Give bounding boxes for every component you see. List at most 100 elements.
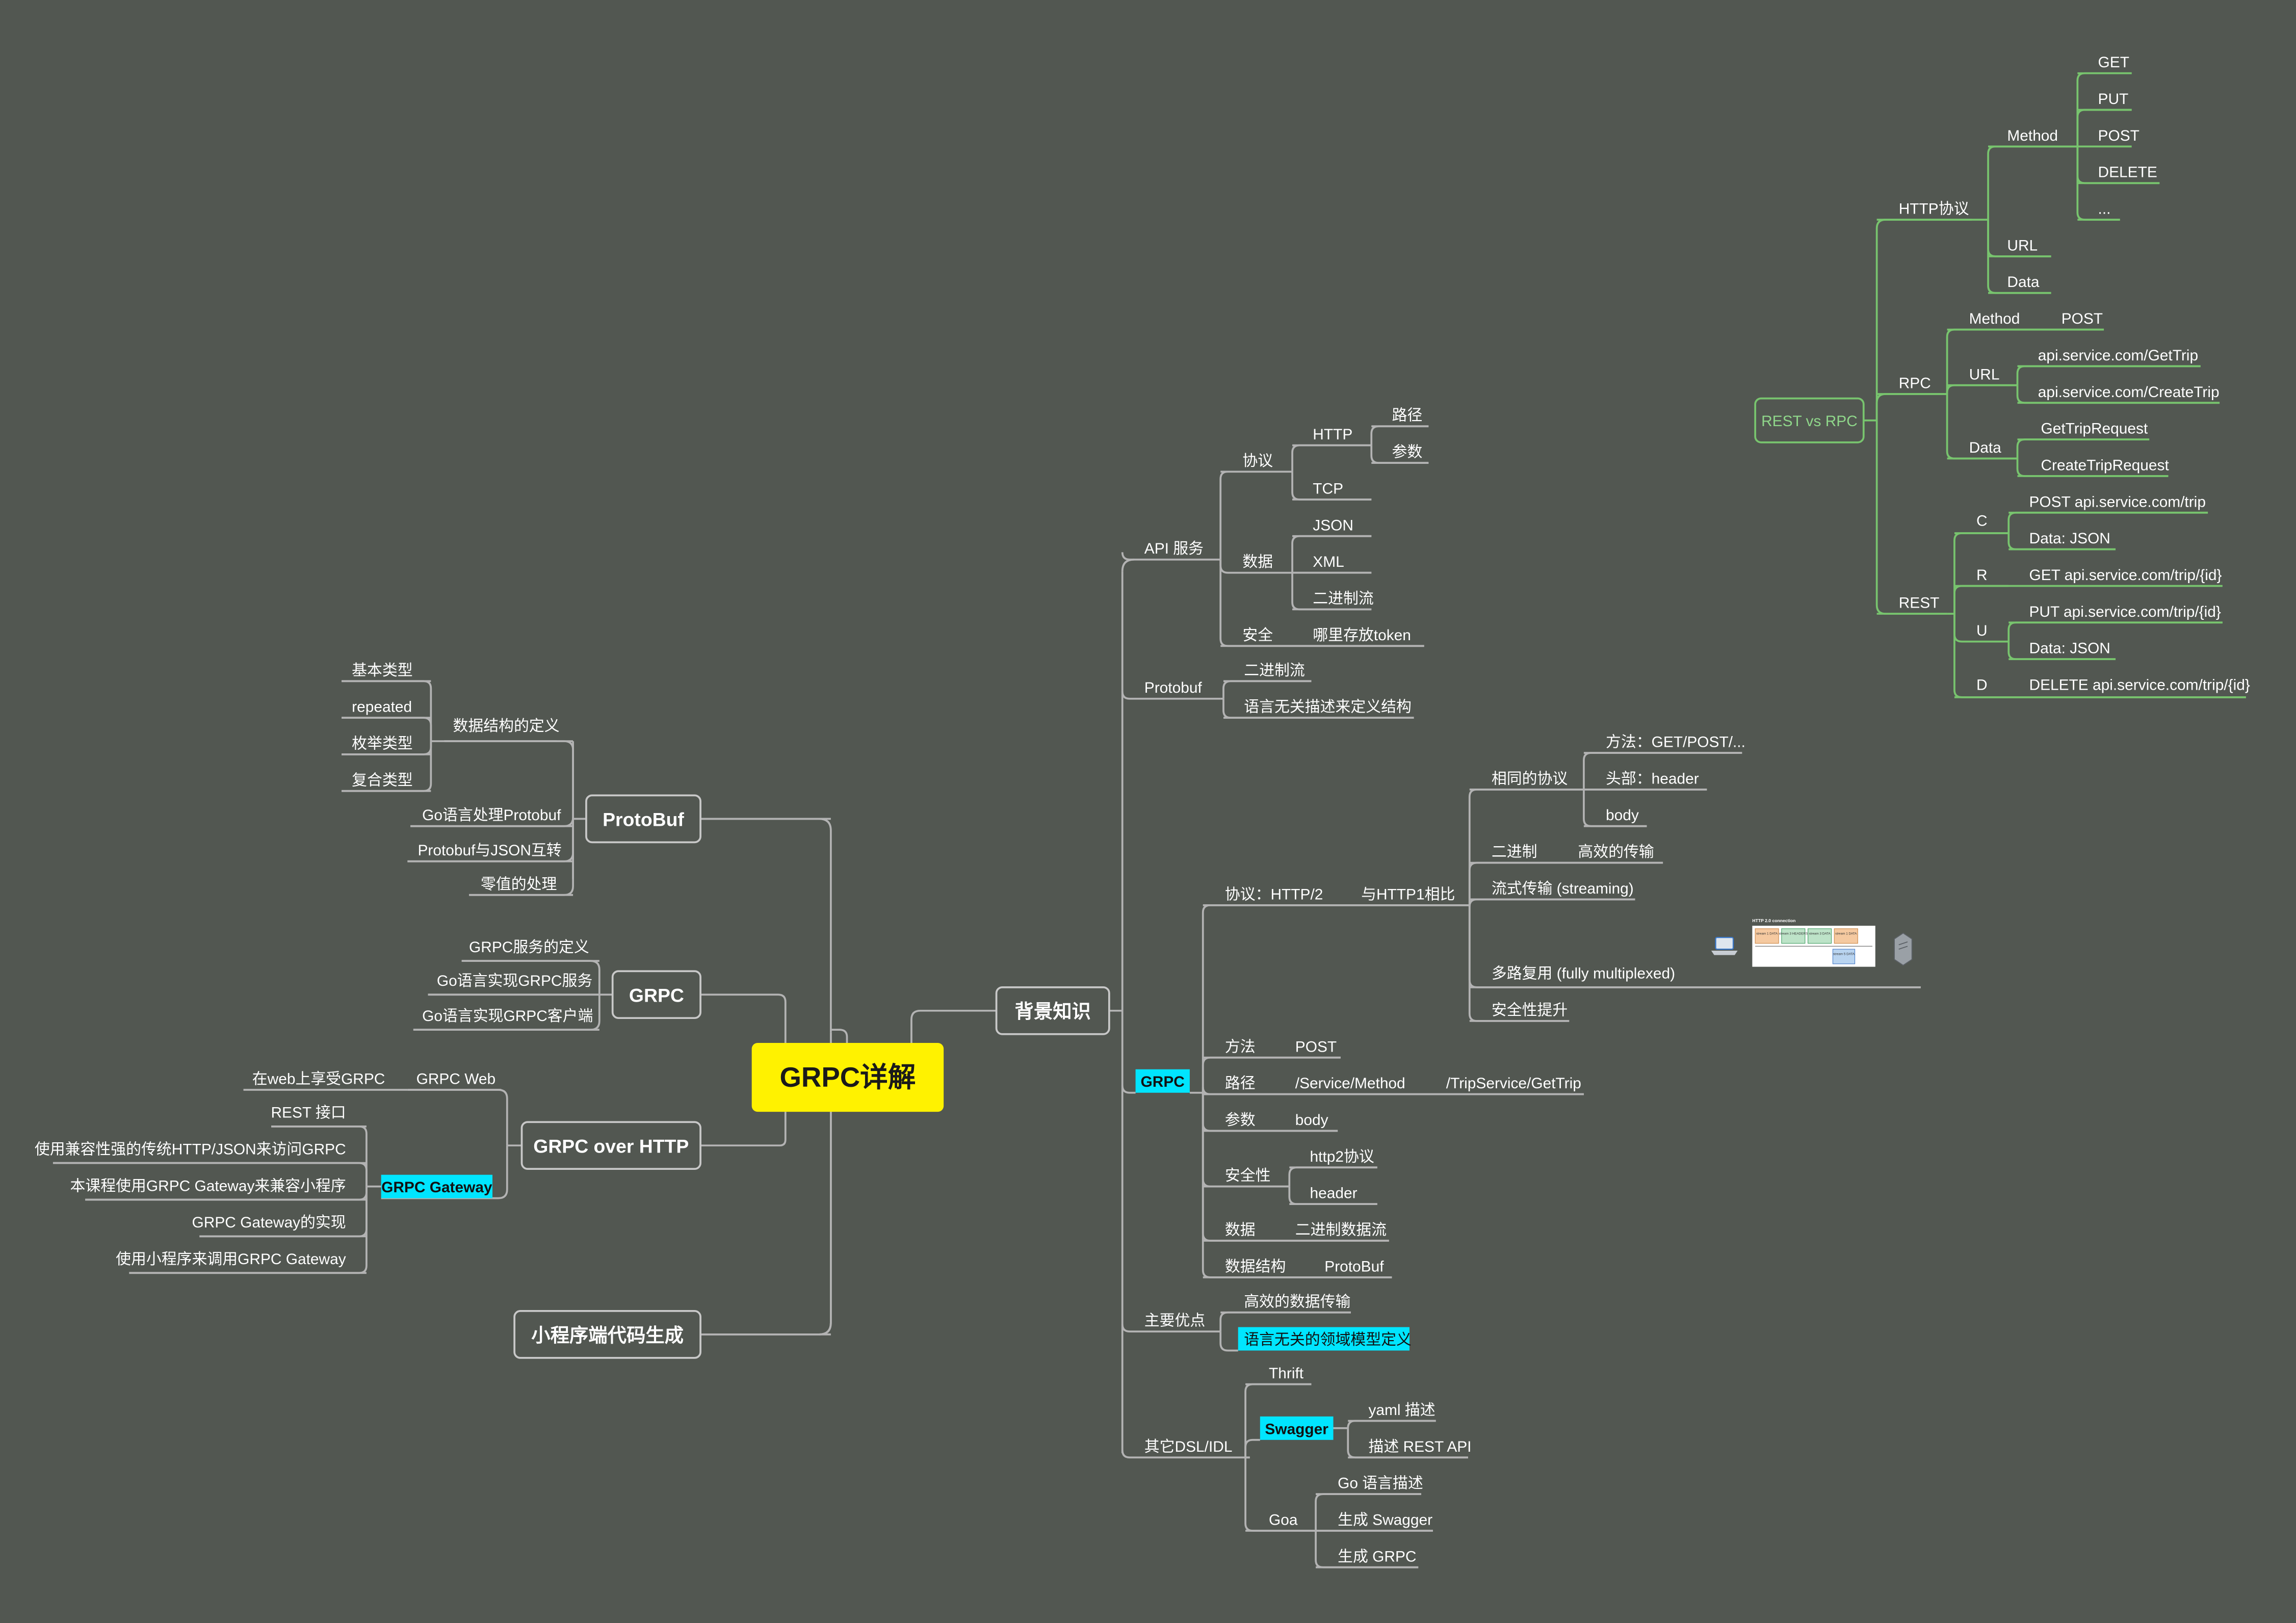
rest-r[interactable]: R bbox=[1976, 567, 1988, 584]
rpc-data[interactable]: Data bbox=[1969, 439, 2001, 456]
api-token[interactable]: 哪里存放token bbox=[1313, 627, 1411, 644]
grpc-binary-val[interactable]: 高效的传输 bbox=[1578, 844, 1654, 860]
api-service-label[interactable]: API 服务 bbox=[1144, 540, 1204, 557]
api-security[interactable]: 安全 bbox=[1242, 627, 1273, 644]
grpc-protocol[interactable]: 协议：HTTP/2 bbox=[1225, 886, 1323, 903]
grpc-multiplex[interactable]: 多路复用 (fully multiplexed) bbox=[1492, 965, 1675, 982]
rpc-method-val[interactable]: POST bbox=[2062, 310, 2103, 327]
api-json[interactable]: JSON bbox=[1313, 517, 1353, 534]
http-protocol-label[interactable]: HTTP协议 bbox=[1899, 201, 1969, 218]
protobuf-type[interactable]: 基本类型 bbox=[352, 662, 413, 679]
node-rest-vs-rpc-box[interactable] bbox=[1754, 397, 1865, 443]
dsl-swagger[interactable]: Swagger bbox=[1265, 1421, 1328, 1437]
protobuf-type[interactable]: 复合类型 bbox=[352, 772, 413, 789]
protobuf-type[interactable]: repeated bbox=[352, 699, 412, 716]
grpc-left-item[interactable]: Go语言实现GRPC客户端 bbox=[422, 1008, 593, 1025]
node-grpc-over-http-box[interactable] bbox=[520, 1121, 701, 1170]
bg-grpc-label[interactable]: GRPC bbox=[1141, 1074, 1185, 1090]
rest-u[interactable]: U bbox=[1976, 622, 1988, 639]
rpc-method[interactable]: Method bbox=[1969, 310, 2020, 327]
http-method-label[interactable]: Method bbox=[2007, 127, 2058, 144]
swagger-item[interactable]: yaml 描述 bbox=[1368, 1402, 1435, 1419]
grpc-method-val[interactable]: POST bbox=[1295, 1038, 1337, 1055]
node-grpc-left-box[interactable] bbox=[611, 970, 701, 1019]
advantages-label[interactable]: 主要优点 bbox=[1144, 1313, 1206, 1329]
grpc-gateway-item[interactable]: 使用兼容性强的传统HTTP/JSON来访问GRPC bbox=[35, 1141, 346, 1158]
grpc-compare[interactable]: 与HTTP1相比 bbox=[1361, 886, 1455, 903]
central-node[interactable]: GRPC详解 bbox=[751, 1043, 944, 1112]
rest-r-item[interactable]: GET api.service.com/trip/{id} bbox=[2029, 567, 2222, 584]
central-node-box[interactable] bbox=[751, 1043, 944, 1112]
grpc-struct-val[interactable]: ProtoBuf bbox=[1324, 1258, 1384, 1275]
node-rest-vs-rpc[interactable]: REST vs RPC bbox=[1754, 397, 1865, 443]
rest-c-item[interactable]: POST api.service.com/trip bbox=[2029, 493, 2205, 510]
grpc-param-val[interactable]: body bbox=[1295, 1112, 1328, 1129]
api-protocol[interactable]: 协议 bbox=[1242, 453, 1273, 469]
grpc-security-item[interactable]: http2协议 bbox=[1310, 1148, 1374, 1165]
rpc-label[interactable]: RPC bbox=[1899, 375, 1931, 392]
grpc-web-label[interactable]: GRPC Web bbox=[416, 1070, 496, 1087]
grpc-web-item[interactable]: 在web上享受GRPC bbox=[252, 1070, 385, 1087]
protobuf-json[interactable]: Protobuf与JSON互转 bbox=[418, 842, 561, 859]
grpc-left-item[interactable]: Go语言实现GRPC服务 bbox=[437, 973, 592, 989]
grpc-gateway-label[interactable]: GRPC Gateway bbox=[381, 1179, 492, 1196]
grpc-secure-up[interactable]: 安全性提升 bbox=[1492, 1002, 1568, 1018]
api-param[interactable]: 参数 bbox=[1392, 444, 1422, 461]
rest-u-item[interactable]: Data: JSON bbox=[2029, 640, 2110, 657]
advantage-item-highlighted[interactable]: 语言无关的领域模型定义 bbox=[1244, 1331, 1412, 1348]
rest-d[interactable]: D bbox=[1976, 676, 1988, 693]
goa-item[interactable]: 生成 Swagger bbox=[1338, 1511, 1432, 1528]
api-binary[interactable]: 二进制流 bbox=[1313, 590, 1374, 607]
http-data[interactable]: Data bbox=[2007, 274, 2039, 291]
rpc-data-item[interactable]: CreateTripRequest bbox=[2041, 457, 2169, 474]
node-grpc-over-http[interactable]: GRPC over HTTP bbox=[520, 1121, 701, 1170]
rest-label[interactable]: REST bbox=[1899, 595, 1940, 612]
grpc-struct[interactable]: 数据结构 bbox=[1225, 1258, 1286, 1275]
http-method-item[interactable]: POST bbox=[2098, 127, 2140, 144]
http-method-item[interactable]: PUT bbox=[2098, 91, 2129, 108]
bg-protobuf-label[interactable]: Protobuf bbox=[1144, 679, 1203, 696]
grpc-path-example[interactable]: /TripService/GetTrip bbox=[1446, 1075, 1581, 1092]
grpc-security-item[interactable]: header bbox=[1310, 1185, 1358, 1202]
http-method-item[interactable]: GET bbox=[2098, 54, 2129, 71]
swagger-item[interactable]: 描述 REST API bbox=[1368, 1438, 1471, 1455]
advantage-item[interactable]: 高效的数据传输 bbox=[1244, 1293, 1350, 1310]
grpc-security[interactable]: 安全性 bbox=[1225, 1167, 1271, 1184]
grpc-gateway-item[interactable]: 使用小程序来调用GRPC Gateway bbox=[116, 1251, 346, 1268]
node-background[interactable]: 背景知识 bbox=[995, 986, 1110, 1035]
node-protobuf-box[interactable] bbox=[585, 794, 701, 844]
dsl-goa[interactable]: Goa bbox=[1269, 1511, 1298, 1528]
grpc-path-val[interactable]: /Service/Method bbox=[1295, 1075, 1405, 1092]
rpc-url-item[interactable]: api.service.com/CreateTrip bbox=[2038, 384, 2220, 401]
goa-item[interactable]: 生成 GRPC bbox=[1338, 1548, 1416, 1565]
rest-c-item[interactable]: Data: JSON bbox=[2029, 530, 2110, 547]
http-method-item[interactable]: DELETE bbox=[2098, 164, 2157, 181]
node-background-box[interactable] bbox=[995, 986, 1110, 1035]
api-data[interactable]: 数据 bbox=[1242, 554, 1273, 570]
api-path[interactable]: 路径 bbox=[1392, 407, 1422, 424]
grpc-stream[interactable]: 流式传输 (streaming) bbox=[1492, 880, 1634, 897]
node-mini-codegen-box[interactable] bbox=[513, 1310, 701, 1359]
rpc-url[interactable]: URL bbox=[1969, 366, 2000, 383]
rpc-data-item[interactable]: GetTripRequest bbox=[2041, 421, 2148, 437]
node-mini-codegen[interactable]: 小程序端代码生成 bbox=[513, 1310, 701, 1359]
grpc-same[interactable]: 相同的协议 bbox=[1492, 770, 1568, 787]
http-url[interactable]: URL bbox=[2007, 237, 2038, 254]
node-grpc-left[interactable]: GRPC bbox=[611, 970, 701, 1019]
grpc-binary[interactable]: 二进制 bbox=[1492, 844, 1537, 860]
api-tcp[interactable]: TCP bbox=[1313, 480, 1343, 497]
grpc-param[interactable]: 参数 bbox=[1225, 1112, 1256, 1129]
goa-item[interactable]: Go 语言描述 bbox=[1338, 1475, 1423, 1492]
protobuf-zero[interactable]: 零值的处理 bbox=[481, 876, 557, 893]
grpc-same-item[interactable]: body bbox=[1606, 807, 1639, 824]
protobuf-data-def[interactable]: 数据结构的定义 bbox=[453, 718, 559, 735]
dsl-label[interactable]: 其它DSL/IDL bbox=[1144, 1438, 1233, 1455]
grpc-path[interactable]: 路径 bbox=[1225, 1075, 1256, 1092]
rest-d-item[interactable]: DELETE api.service.com/trip/{id} bbox=[2029, 676, 2250, 693]
http-method-item[interactable]: ... bbox=[2098, 201, 2111, 218]
grpc-gateway-item[interactable]: REST 接口 bbox=[271, 1105, 346, 1121]
rpc-url-item[interactable]: api.service.com/GetTrip bbox=[2038, 347, 2198, 364]
node-protobuf[interactable]: ProtoBuf bbox=[585, 794, 701, 844]
grpc-gateway-item[interactable]: 本课程使用GRPC Gateway来兼容小程序 bbox=[70, 1177, 346, 1194]
grpc-data[interactable]: 数据 bbox=[1225, 1221, 1256, 1238]
